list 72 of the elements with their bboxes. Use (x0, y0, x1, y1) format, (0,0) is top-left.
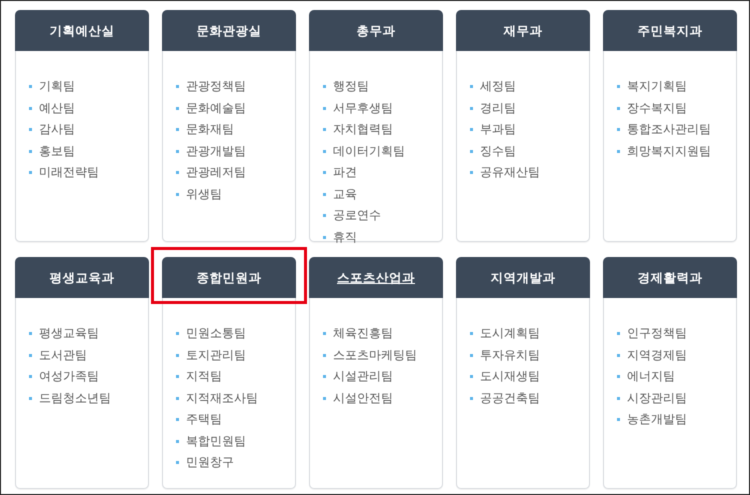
team-name: 교육 (333, 186, 357, 202)
team-name: 지적재조사팀 (186, 390, 258, 406)
team-name: 장수복지팀 (627, 100, 687, 116)
team-name: 문화예술팀 (186, 100, 246, 116)
department-card (456, 257, 590, 489)
team-name: 도시계획팀 (480, 325, 540, 341)
team-name: 드림청소년팀 (39, 390, 111, 406)
team-name: 도시재생팀 (480, 368, 540, 384)
department-card (603, 257, 737, 489)
team-name: 자치협력팀 (333, 121, 393, 137)
team-name: 지적팀 (186, 368, 222, 384)
team-name: 부과팀 (480, 121, 516, 137)
team-name: 지역경제팀 (627, 346, 687, 362)
team-name: 세정팀 (480, 78, 516, 94)
department-card (456, 10, 590, 242)
team-name: 복지기획팀 (627, 78, 687, 94)
department-card (162, 10, 296, 242)
team-name: 시설안전팀 (333, 390, 393, 406)
team-name: 공유재산팀 (480, 164, 540, 180)
department-header: 스포츠산업과 (309, 257, 443, 298)
team-name: 관광레저팀 (186, 164, 246, 180)
team-name: 서무후생팀 (333, 100, 393, 116)
team-name: 기획팀 (39, 78, 75, 94)
team-name: 위생팀 (186, 186, 222, 202)
department-header: 기획예산실 (15, 10, 149, 51)
department-card (309, 10, 443, 242)
team-name: 문화재팀 (186, 121, 234, 137)
team-name: 데이터기획팀 (333, 142, 405, 158)
team-name: 시설관리팀 (333, 368, 393, 384)
department-header: 재무과 (456, 10, 590, 51)
department-header: 지역개발과 (456, 257, 590, 298)
team-name: 공로연수 (333, 207, 381, 223)
department-card (15, 257, 149, 489)
department-header: 평생교육과 (15, 257, 149, 298)
team-name: 스포츠마케팅팀 (333, 346, 417, 362)
team-name: 관광정책팀 (186, 78, 246, 94)
team-name: 희망복지지원팀 (627, 142, 711, 158)
team-name: 감사팀 (39, 121, 75, 137)
team-name: 복합민원팀 (186, 432, 246, 448)
team-name: 홍보팀 (39, 142, 75, 158)
team-name: 행정팀 (333, 78, 369, 94)
team-name: 경리팀 (480, 100, 516, 116)
team-name: 예산팀 (39, 100, 75, 116)
department-header: 종합민원과 (162, 257, 296, 298)
department-header: 경제활력과 (603, 257, 737, 298)
team-name: 농촌개발팀 (627, 411, 687, 427)
team-name: 징수팀 (480, 142, 516, 158)
team-name: 민원소통팀 (186, 325, 246, 341)
department-header: 문화관광실 (162, 10, 296, 51)
department-card (15, 10, 149, 242)
team-name: 관광개발팀 (186, 142, 246, 158)
department-header: 주민복지과 (603, 10, 737, 51)
department-card (603, 10, 737, 242)
department-header: 총무과 (309, 10, 443, 51)
department-card (309, 257, 443, 489)
team-name: 체육진흥팀 (333, 325, 393, 341)
team-name: 공공건축팀 (480, 390, 540, 406)
team-name: 인구정책팀 (627, 325, 687, 341)
team-name: 민원창구 (186, 454, 234, 470)
team-name: 미래전략팀 (39, 164, 99, 180)
department-card (162, 257, 296, 489)
team-name: 파견 (333, 164, 357, 180)
team-name: 에너지팀 (627, 368, 675, 384)
team-name: 평생교육팀 (39, 325, 99, 341)
team-name: 도서관팀 (39, 346, 87, 362)
team-name: 통합조사관리팀 (627, 121, 711, 137)
team-name: 토지관리팀 (186, 346, 246, 362)
team-name: 휴직 (333, 228, 357, 244)
team-name: 주택팀 (186, 411, 222, 427)
team-name: 시장관리팀 (627, 390, 687, 406)
team-name: 여성가족팀 (39, 368, 99, 384)
team-name: 투자유치팀 (480, 346, 540, 362)
